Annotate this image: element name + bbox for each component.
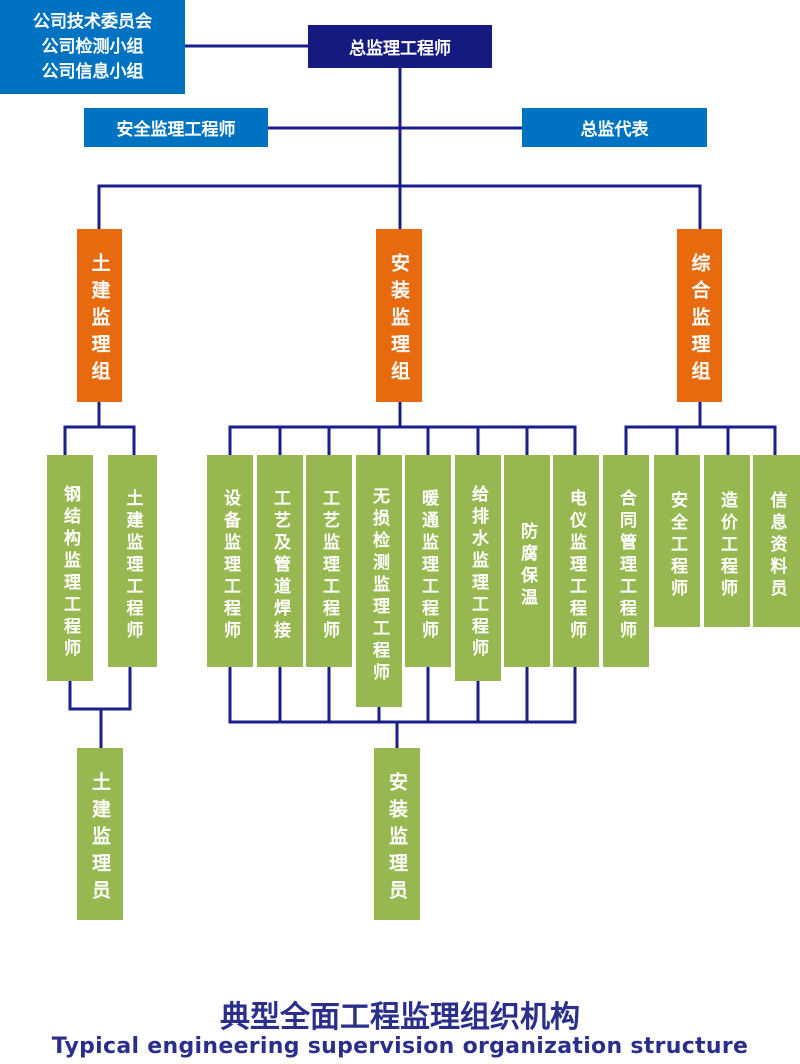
general-engineer-label: 安全工程师	[667, 491, 687, 601]
civil-engineer-label: 钢结构监理工程师	[60, 485, 80, 661]
install-engineer-box: 暖通监理工程师	[405, 455, 451, 667]
general-engineer-box: 合同管理工程师	[603, 455, 649, 667]
general-engineer-label: 造价工程师	[717, 491, 737, 601]
general-engineer-box: 造价工程师	[704, 455, 750, 627]
chief-supervisor-box: 总监理工程师	[308, 25, 492, 68]
install-inspector-box: 安装监理员	[374, 748, 420, 920]
install-group-label: 安装监理组	[388, 253, 410, 388]
install-inspector-label: 安装监理员	[386, 771, 408, 907]
install-engineer-label: 无损检测监理工程师	[369, 487, 389, 685]
install-engineer-box: 给排水监理工程师	[455, 455, 501, 681]
install-engineer-box: 工艺监理工程师	[306, 455, 352, 667]
civil-engineer-label: 土建监理工程师	[122, 489, 143, 643]
civil-group-label: 土建监理组	[88, 253, 111, 388]
civil-engineer-box: 钢结构监理工程师	[47, 455, 93, 681]
deputy-supervisor-label: 总监代表	[580, 120, 649, 140]
chart-title: 典型全面工程监理组织机构	[220, 1000, 580, 1035]
general-engineer-box: 安全工程师	[654, 455, 700, 627]
civil-inspector-box: 土建监理员	[77, 748, 123, 920]
committee-line: 公司技术委员会	[33, 11, 152, 32]
chief-supervisor-label: 总监理工程师	[349, 39, 451, 59]
general-engineer-box: 信息资料员	[753, 455, 800, 627]
install-engineer-label: 工艺及管道焊接	[270, 489, 290, 643]
safety-engineer-label: 安全监理工程师	[116, 120, 236, 140]
committee-line: 公司检测小组	[41, 36, 144, 57]
install-engineer-label: 设备监理工程师	[220, 489, 240, 643]
install-engineer-box: 防腐保温	[504, 455, 550, 667]
install-engineer-label: 防腐保温	[517, 522, 537, 610]
install-engineer-box: 设备监理工程师	[207, 455, 253, 667]
chart-subtitle: Typical engineering supervision organiza…	[51, 1034, 749, 1059]
general-group-label: 综合监理组	[688, 253, 711, 388]
install-group-box: 安装监理组	[376, 229, 422, 402]
install-engineer-box: 工艺及管道焊接	[257, 455, 303, 667]
install-engineer-label: 暖通监理工程师	[418, 489, 438, 643]
civil-engineer-box: 土建监理工程师	[108, 455, 157, 667]
civil-group-box: 土建监理组	[77, 229, 122, 402]
install-engineer-box: 无损检测监理工程师	[356, 455, 402, 707]
committee-box: 公司技术委员会 公司检测小组 公司信息小组	[0, 0, 185, 94]
install-engineer-label: 工艺监理工程师	[319, 489, 339, 643]
install-engineer-label: 给排水监理工程师	[468, 485, 488, 661]
general-group-box: 综合监理组	[677, 229, 722, 402]
civil-inspector-label: 土建监理员	[89, 771, 111, 907]
general-engineer-label: 合同管理工程师	[616, 489, 636, 643]
safety-engineer-box: 安全监理工程师	[84, 108, 268, 147]
deputy-supervisor-box: 总监代表	[522, 108, 707, 147]
general-engineer-label: 信息资料员	[766, 491, 787, 601]
install-engineer-box: 电仪监理工程师	[553, 455, 599, 667]
committee-line: 公司信息小组	[41, 61, 144, 82]
install-engineer-label: 电仪监理工程师	[566, 489, 586, 643]
